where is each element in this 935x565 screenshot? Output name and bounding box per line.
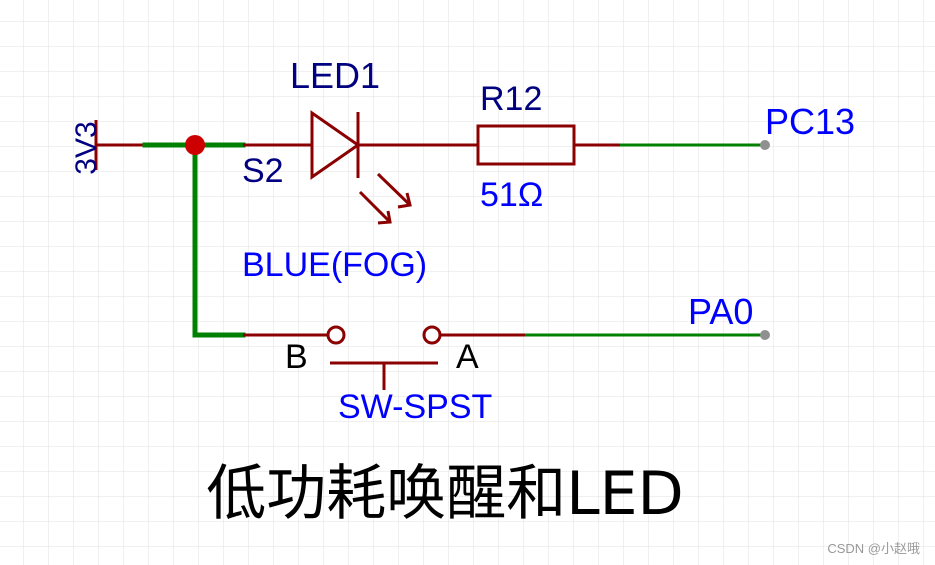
- switch-pin-b: B: [285, 338, 308, 376]
- net-label-pc13: PC13: [765, 101, 855, 142]
- switch-pin-a: A: [456, 338, 479, 376]
- led-value: BLUE(FOG): [242, 246, 427, 284]
- net-pin-pc13: [760, 140, 770, 150]
- resistor-designator: R12: [480, 80, 542, 118]
- diagram-caption: 低功耗唤醒和LED: [206, 459, 684, 529]
- power-label: 3V3: [70, 121, 103, 174]
- net-pin-pa0: [760, 330, 770, 340]
- led-symbol: [243, 110, 432, 225]
- power-symbol-3v3: [94, 120, 145, 170]
- switch-symbol: [243, 325, 525, 390]
- junction-dot: [185, 135, 205, 155]
- led-designator: LED1: [290, 55, 380, 96]
- resistor-value: 51Ω: [480, 176, 543, 214]
- switch-name: SW-SPST: [338, 388, 492, 426]
- watermark: CSDN @小赵哦: [827, 541, 920, 556]
- net-label-pa0: PA0: [688, 291, 753, 332]
- resistor-symbol: [432, 124, 620, 166]
- led-pin-label: S2: [242, 152, 284, 190]
